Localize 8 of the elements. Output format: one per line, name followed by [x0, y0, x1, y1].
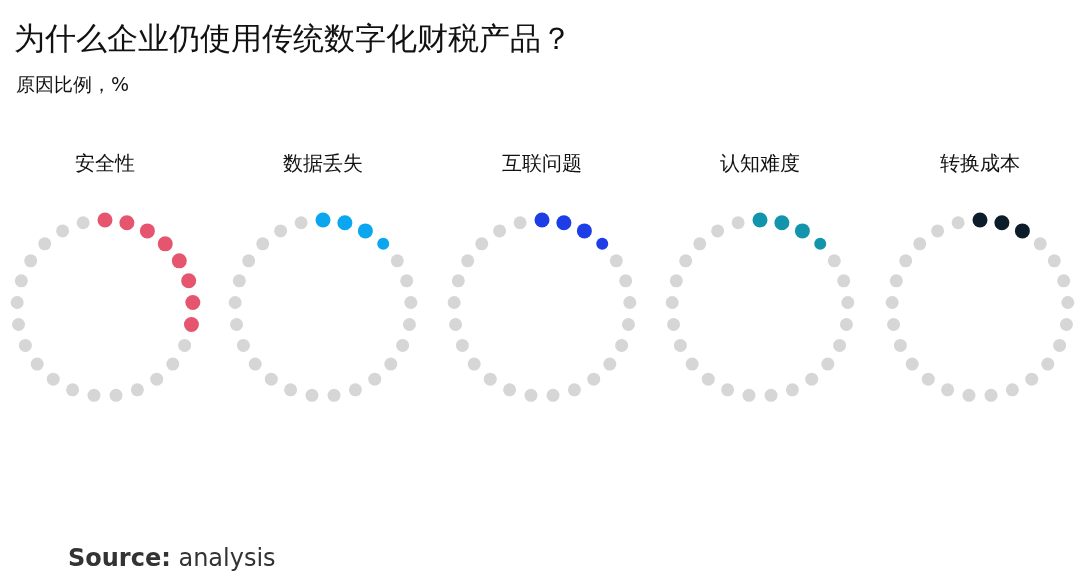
chart-subtitle: 原因比例，% — [16, 72, 130, 97]
chart-title: 为什么企业仍使用传统数字化财税产品？ — [14, 19, 572, 58]
ring-heading: 转换成本 — [939, 150, 1021, 177]
ring-heading: 安全性 — [74, 150, 136, 177]
source-note: Source: analysis — [68, 544, 276, 572]
ring-heading: 数据丢失 — [282, 150, 364, 177]
ring-heading: 互联问题 — [501, 150, 583, 177]
ring-heading: 认知难度 — [719, 150, 801, 177]
